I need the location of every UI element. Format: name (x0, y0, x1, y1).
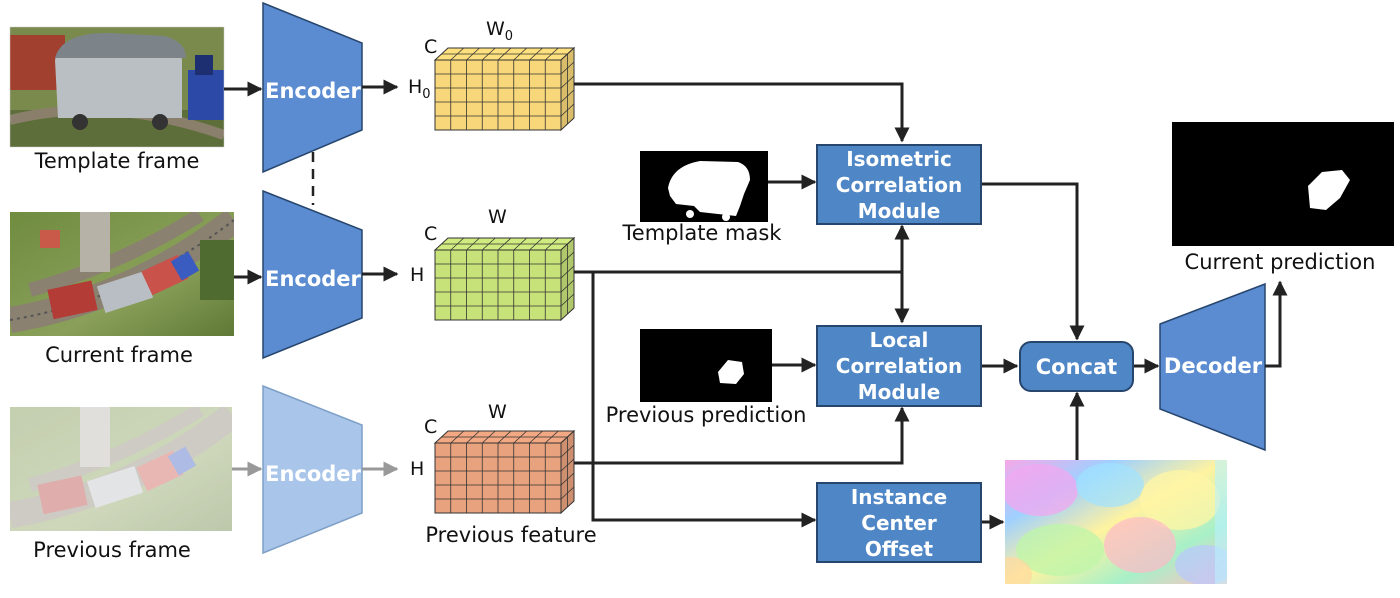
instance-line-3: Offset (864, 536, 934, 561)
template-mask-label: Template mask (622, 221, 782, 245)
template-encoder (262, 1, 363, 174)
current-feature-c: C (424, 223, 438, 245)
template-feature-grid (433, 46, 576, 132)
instance-center-offset-map (1005, 460, 1227, 584)
previous-feature-w: W (488, 401, 507, 423)
template-mask-image (640, 151, 768, 222)
isometric-line-3: Module (857, 198, 941, 223)
concat-block: Concat (1019, 341, 1134, 392)
current-feature-grid (433, 236, 576, 322)
arrow-template-feature-to-isometric (574, 82, 910, 143)
isometric-line-2: Correlation (835, 172, 963, 197)
current-frame-label: Current frame (45, 343, 193, 367)
local-line-2: Correlation (835, 354, 963, 378)
current-feature-w: W (488, 206, 507, 228)
previous-feature-h: H (410, 458, 425, 480)
previous-feature-label: Previous feature (425, 523, 597, 547)
current-prediction-label: Current prediction (1184, 250, 1376, 274)
local-line-1: Local (869, 328, 929, 352)
template-encoder-label: Encoder (265, 79, 361, 103)
template-frame-image (10, 27, 224, 147)
decoder-label: Decoder (1163, 354, 1263, 378)
decoder (1159, 282, 1266, 452)
arrow-previous-feature-to-local (574, 406, 910, 465)
instance-line-1: Instance (850, 484, 948, 509)
current-prediction-mask (1172, 122, 1394, 246)
isometric-line-1: Isometric (846, 146, 952, 171)
template-feature-w: W0 (486, 18, 514, 44)
local-correlation-module: Local Correlation Module (816, 325, 982, 407)
previous-encoder-label: Encoder (265, 462, 361, 486)
current-encoder (262, 189, 363, 360)
previous-prediction-label: Previous prediction (605, 403, 807, 427)
previous-prediction-mask (640, 329, 772, 402)
current-frame-image (10, 212, 234, 336)
local-line-3: Module (857, 380, 941, 404)
previous-frame-label: Previous frame (33, 538, 191, 562)
arrow-decoder-to-current-prediction (1265, 280, 1288, 368)
previous-feature-c: C (424, 416, 438, 438)
isometric-correlation-module: Isometric Correlation Module (816, 144, 982, 225)
previous-encoder (262, 384, 363, 555)
template-feature-h: H0 (408, 76, 431, 102)
instance-center-offset-module: Instance Center Offset (816, 482, 982, 563)
current-encoder-label: Encoder (265, 267, 361, 291)
template-feature-c: C (424, 36, 438, 58)
instance-line-2: Center (861, 510, 937, 535)
current-feature-h: H (410, 264, 425, 286)
arrow-to-instance-center-offset (591, 463, 817, 528)
arrow-isometric-to-concat (980, 182, 1085, 341)
template-frame-label: Template frame (34, 149, 200, 173)
previous-frame-image (10, 407, 232, 531)
previous-feature-grid (433, 429, 576, 515)
